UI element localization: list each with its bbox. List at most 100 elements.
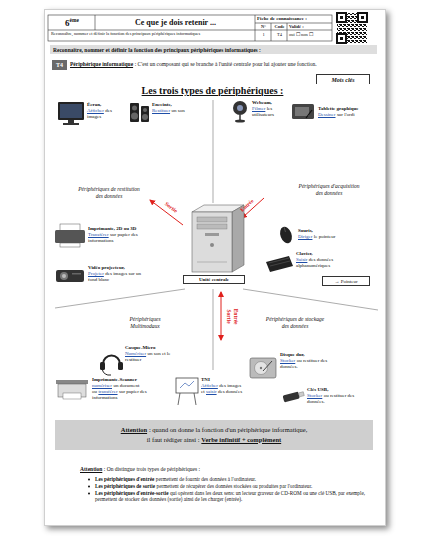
- text-line: Périphérique informatique: C'est un comp…: [70, 61, 370, 68]
- text-line: T4: [52, 62, 67, 68]
- text-line: Enceinte,: [152, 102, 204, 108]
- direction-label: EntréeSortie: [225, 308, 238, 324]
- speaker-icon: [130, 103, 149, 122]
- text-line: Vidéo projecteur,: [88, 265, 144, 271]
- bullet-text: Les périphériques d'entrée-sortiequi opè…: [95, 490, 370, 502]
- table-cell: Reconnaître, nommer et définir la foncti…: [51, 31, 253, 36]
- sector-lines: [55, 100, 378, 370]
- label-text: des données: [218, 389, 242, 394]
- text-line: Afficherdes images: [87, 108, 127, 120]
- warning-band: Attention: quand on donne la fonction d'…: [55, 420, 373, 450]
- text-line: Afficherdes images etsaisirdes données: [201, 383, 251, 395]
- label-text: transférer: [98, 389, 117, 394]
- text-line: Les périphériques d'entréepermettent de …: [95, 476, 370, 482]
- text-line: Attention: On distingue trois types de p…: [80, 466, 370, 473]
- code-tag: T4: [52, 60, 67, 70]
- label-text: Saisir: [296, 257, 307, 262]
- label-text: Reconnaître, nommer et définir la foncti…: [51, 31, 200, 36]
- label-text: Webcam,: [252, 100, 272, 105]
- label-text: Afficher: [201, 383, 218, 388]
- qr-code: [337, 13, 367, 43]
- label-text: Imprimante, 2D ou 3D: [88, 226, 136, 231]
- label-text: Stocker: [307, 393, 322, 398]
- peripheral-text: Webcam,Filmerles utilisateurs: [252, 100, 290, 118]
- text-line: Périphériques de restitution des données: [76, 186, 142, 199]
- tower-computer: [192, 205, 244, 272]
- text-line: Ce que je dois retenir ...: [98, 18, 253, 28]
- label-text: Écran,: [87, 102, 101, 107]
- peripheral-text: Imprimante, 2D ou 3DTransférersur papier…: [88, 226, 148, 244]
- text-line: Imprimante, 2D ou 3D: [88, 226, 148, 232]
- peripheral-text: Enceinte,Restituerun son: [152, 102, 204, 114]
- keyword-tab: Mots clés: [316, 74, 370, 84]
- table-cell: N°: [256, 24, 271, 29]
- node-text: T4: [56, 62, 63, 68]
- peripheral-text: Clés USB,Stockerou restituer des données…: [307, 387, 365, 405]
- table-cell: T4: [272, 32, 287, 37]
- label-text: Périphériques Multimodaux: [129, 316, 160, 329]
- text-line: il faut rédiger ainsi :Verbe infinitif +…: [59, 435, 369, 445]
- keyboard-icon: [266, 256, 293, 272]
- label-text: Périphérique informatique: [70, 61, 133, 67]
- label-text: Fiche de connaissance :: [257, 16, 307, 21]
- headset-icon: [100, 356, 123, 376]
- text-line: Fiche de connaissance :: [257, 16, 332, 22]
- peripheral-text: Clavier,Saisirdes données alphanumérique…: [296, 251, 358, 269]
- monitor-icon: [58, 102, 84, 125]
- label-text: 6: [65, 18, 70, 28]
- interactive-board-icon: [176, 378, 198, 405]
- peripheral-text: Écran,Afficherdes images: [87, 102, 127, 120]
- text-line: Stockerou restituer des données.: [280, 358, 338, 370]
- label-text: Code: [275, 24, 285, 29]
- sheet-title: Ce que je dois retenir ...: [98, 18, 253, 28]
- label-text: Numériser: [125, 351, 146, 356]
- text-line: Périphériques de stockage des données: [262, 316, 328, 329]
- note-text: Attention: On distingue trois types de p…: [80, 466, 370, 473]
- label-text: N°: [261, 24, 266, 29]
- text-line: Transférersur papier des informations: [88, 232, 148, 244]
- label-text: sur l'ordi: [337, 112, 355, 117]
- text-line: Les périphériques d'entrée-sortiequi opè…: [95, 490, 370, 502]
- peripheral-text: Disque dur,Stockerou restituer des donné…: [280, 352, 338, 370]
- text-line: Numériserun son et le restituer: [125, 351, 185, 363]
- label-text: : C'est un composant qui se branche à l'…: [135, 61, 317, 67]
- central-unit-box: Unité centrale: [183, 275, 245, 284]
- node-text: Reconnaître, nommer et définir la foncti…: [53, 47, 261, 53]
- category-label: Périphériques de restitution des données: [76, 186, 142, 199]
- text-line: Clavier,: [296, 251, 358, 257]
- label-text: permettent de fournir des données à l'or…: [156, 476, 256, 482]
- label-text: Enceinte,: [152, 102, 172, 107]
- table-cell: Code: [272, 24, 287, 29]
- peripheral-text: Imprimante-Scannernumériserun document o…: [92, 377, 154, 401]
- text-line: numériserun document outransférersur pap…: [92, 383, 154, 401]
- category-label: Périphériques Multimodaux: [116, 316, 174, 329]
- text-line: Tablette graphique: [318, 106, 373, 112]
- label-text: Dessiner: [318, 112, 336, 117]
- label-text: : On distingue trois types de périphériq…: [104, 466, 200, 472]
- node-text: Mots clés: [331, 77, 354, 83]
- label-text: Sortie: [226, 309, 232, 323]
- peripheral-text: TNIAfficherdes images etsaisirdes donnée…: [201, 377, 251, 395]
- diagram-title: Les trois types de périphériques :: [0, 85, 425, 96]
- label-text: Imprimante-Scanner: [92, 377, 137, 382]
- label-text: oui ☐ non ☐: [289, 32, 313, 37]
- label-text: numériser: [92, 383, 112, 388]
- scanner-printer-icon: [56, 380, 88, 399]
- text-line: Casque-Micro: [125, 345, 185, 351]
- label-text: saisir: [206, 389, 217, 394]
- label-text: Les périphériques de sortie: [95, 483, 155, 489]
- label-text: Diriger: [298, 234, 312, 239]
- node-text: : quand on donne la fonction d'un périph…: [149, 426, 307, 433]
- category-label: Périphériques de stockage des données: [262, 316, 328, 329]
- text-line: Entrée: [232, 308, 239, 324]
- text-line: Webcam,: [252, 100, 290, 106]
- text-line: Les périphériques de sortiepermettent de…: [95, 483, 370, 489]
- peripheral-text: Souris,Dirigerle pointeur: [298, 228, 353, 240]
- text-line: N°: [256, 24, 271, 29]
- label-text: Périphériques de stockage des données: [266, 316, 324, 329]
- printer-icon: [55, 224, 85, 247]
- text-line: Périphériques d'acquisition des données: [296, 183, 362, 196]
- text-line: Sortie: [225, 308, 232, 324]
- text-line: Écran,: [87, 102, 127, 108]
- text-line: Unité centrale: [184, 277, 244, 282]
